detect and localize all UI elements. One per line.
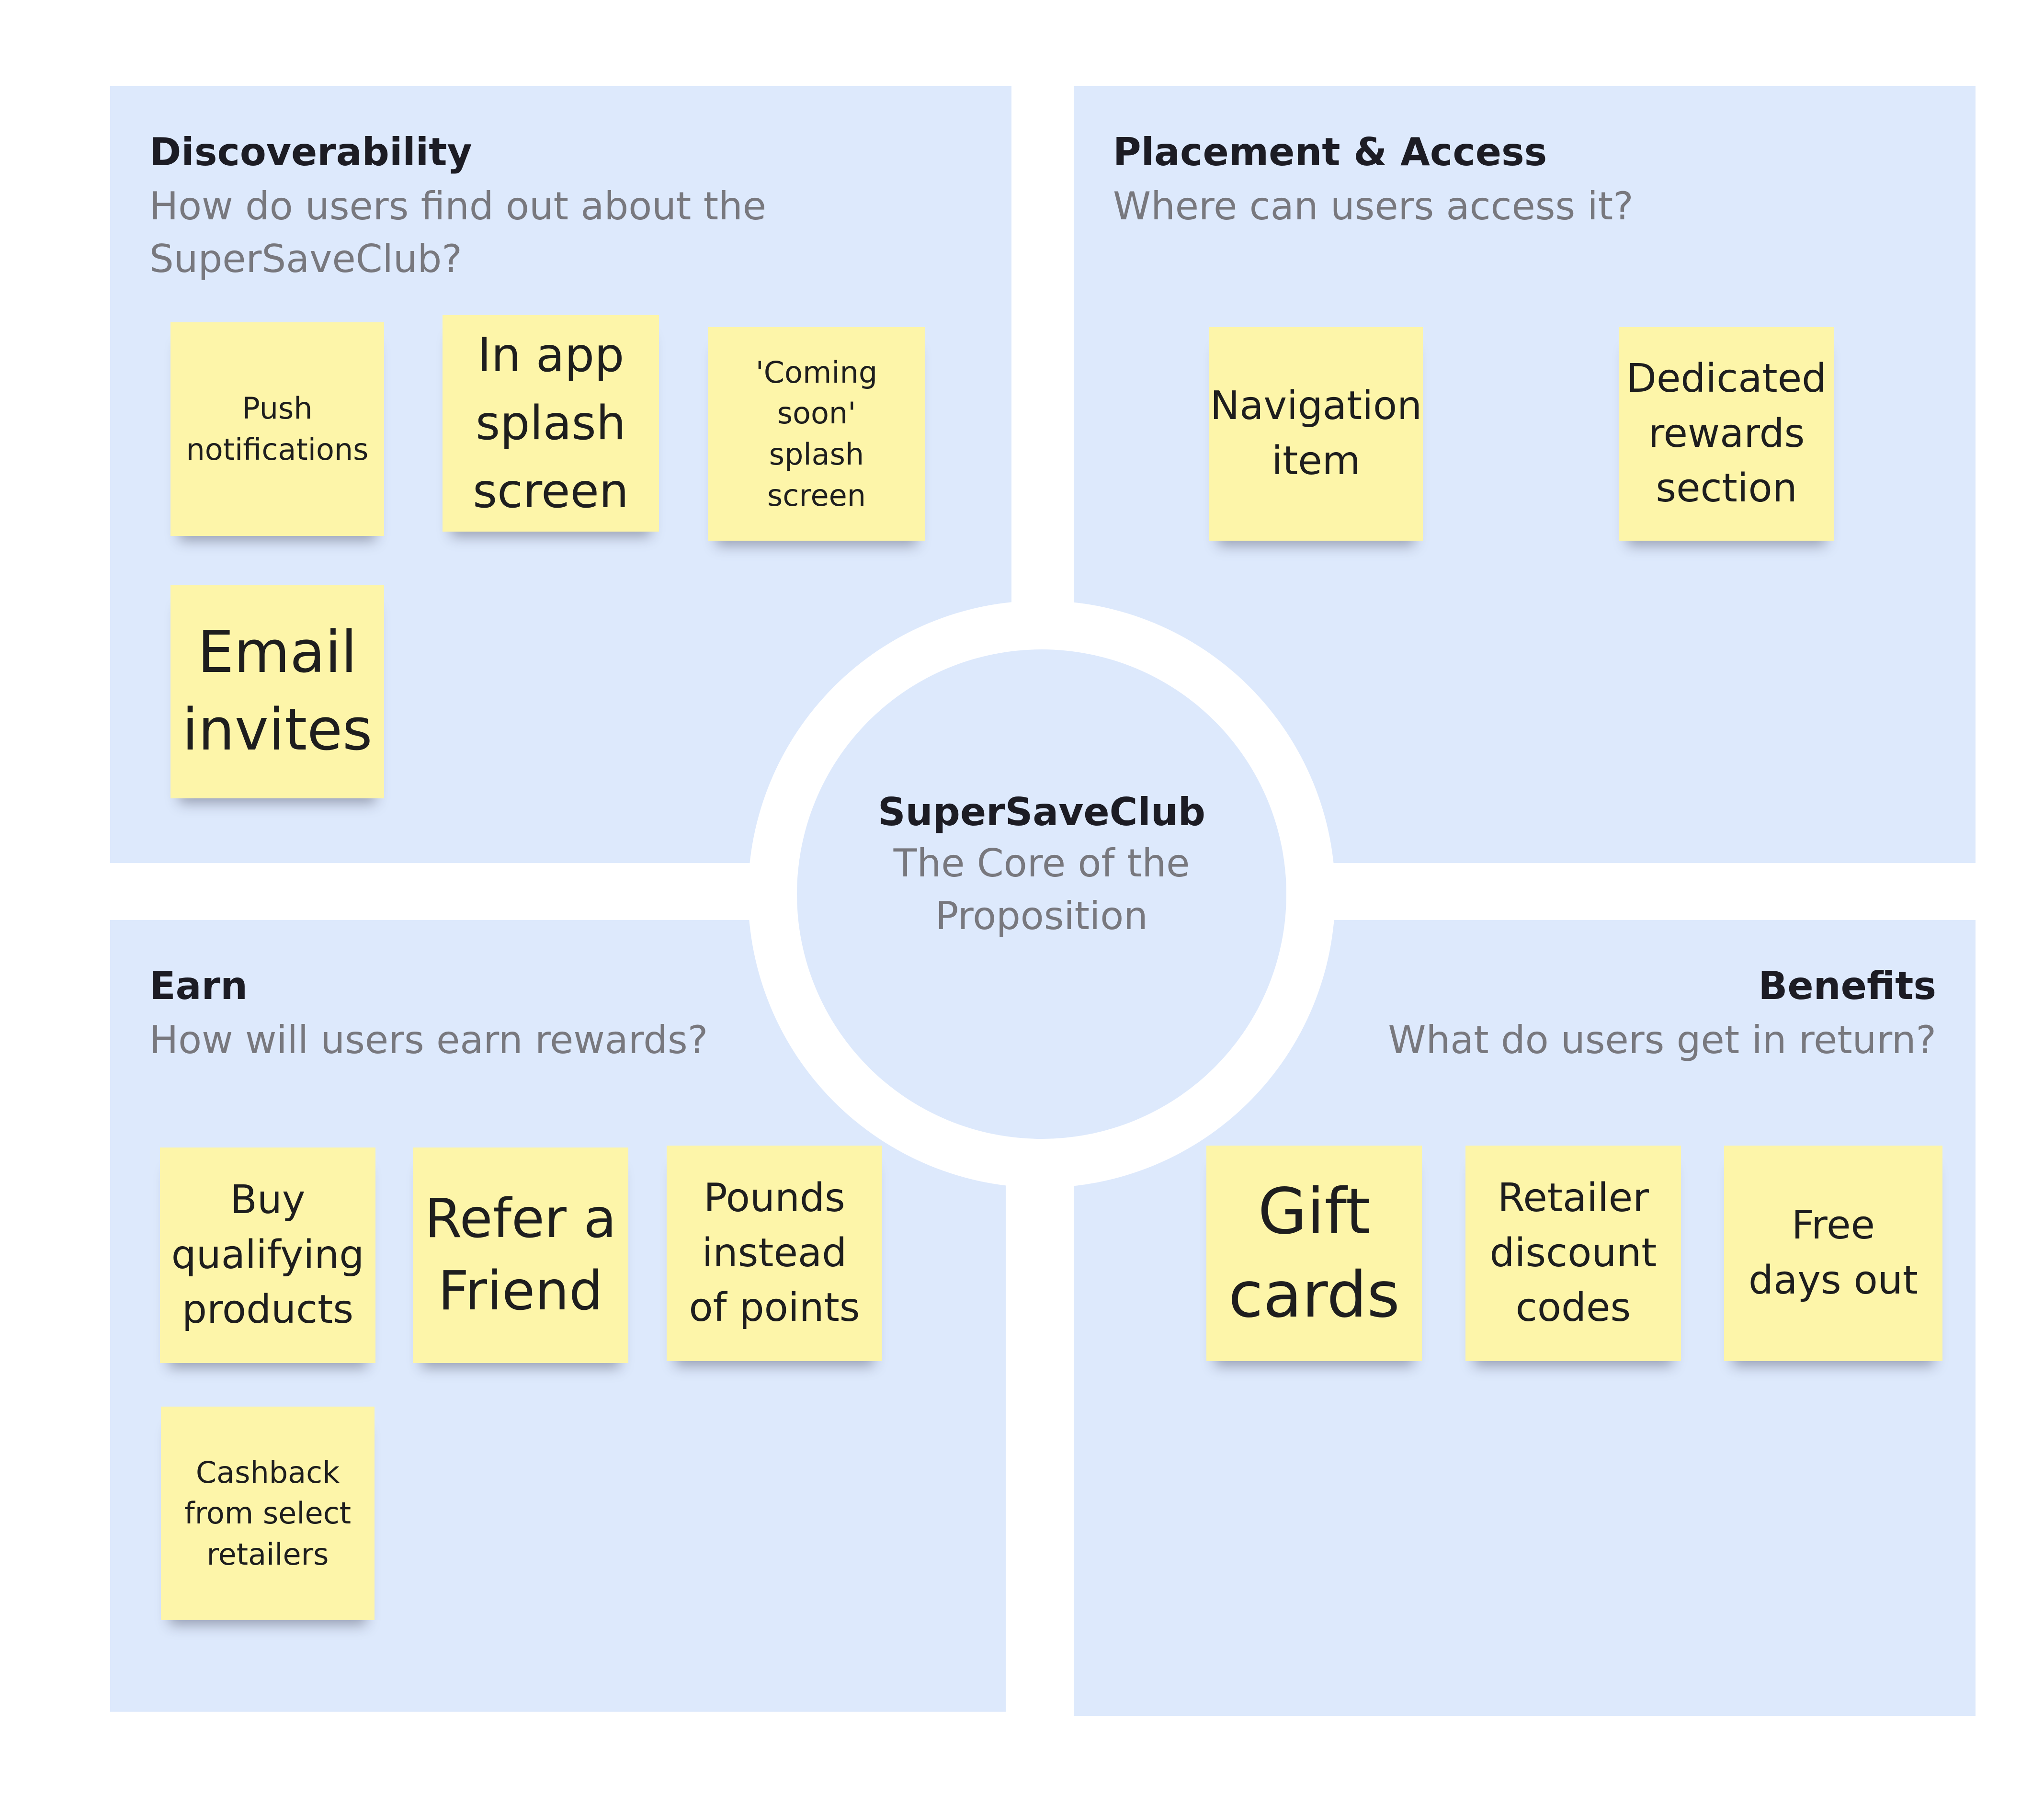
sticky-note-cashback-from-select-retailers[interactable]: Cashback from select retailers [161,1407,375,1620]
sticky-note-text: Refer a Friend [424,1187,617,1322]
sticky-note-refer-a-friend[interactable]: Refer a Friend [413,1147,628,1363]
sticky-note-pounds-instead-of-points[interactable]: Pounds instead of points [667,1146,882,1361]
sticky-note-text: Email invites [182,619,373,763]
sticky-note-free-days-out[interactable]: Free days out [1724,1146,1942,1361]
quadrant-subtitle: What do users get in return? [1388,1018,1936,1062]
sticky-note-coming-soon-splash-screen[interactable]: 'Coming soon' splash screen [708,327,925,541]
sticky-note-text: Dedicated rewards section [1626,355,1827,511]
sticky-note-text: Gift cards [1228,1174,1400,1332]
sticky-note-in-app-splash-screen[interactable]: In app splash screen [443,315,659,532]
sticky-note-navigation-item[interactable]: Navigation item [1209,327,1423,541]
center-subtitle: The Core of the Proposition [893,841,1190,939]
sticky-note-dedicated-rewards-section[interactable]: Dedicated rewards section [1619,327,1834,541]
center-title: SuperSaveClub [878,790,1205,834]
sticky-note-text: Push notifications [186,391,369,467]
sticky-note-email-invites[interactable]: Email invites [170,585,384,798]
center-circle: SuperSaveClub The Core of the Propositio… [797,649,1286,1139]
quadrant-subtitle: How do users find out about the SuperSav… [149,184,767,282]
sticky-note-buy-qualifying-products[interactable]: Buy qualifying products [160,1147,375,1363]
quadrant-title: Earn [149,964,248,1008]
sticky-note-text: Cashback from select retailers [184,1454,352,1572]
sticky-note-gift-cards[interactable]: Gift cards [1206,1146,1422,1361]
quadrant-title: Placement & Access [1113,130,1547,174]
sticky-note-text: 'Coming soon' splash screen [755,354,878,513]
sticky-note-push-notifications[interactable]: Push notifications [170,322,384,536]
sticky-note-text: Retailer discount codes [1489,1175,1657,1331]
sticky-note-text: Free days out [1749,1203,1918,1303]
sticky-note-text: In app splash screen [473,328,629,519]
sticky-note-text: Buy qualifying products [171,1177,364,1333]
quadrant-title: Benefits [1758,964,1936,1008]
quadrant-title: Discoverability [149,130,472,174]
quadrant-subtitle: Where can users access it? [1113,184,1634,228]
sticky-note-text: Navigation item [1210,383,1422,484]
sticky-note-text: Pounds instead of points [689,1175,860,1331]
sticky-note-retailer-discount-codes[interactable]: Retailer discount codes [1465,1146,1681,1361]
quadrant-subtitle: How will users earn rewards? [149,1018,708,1062]
